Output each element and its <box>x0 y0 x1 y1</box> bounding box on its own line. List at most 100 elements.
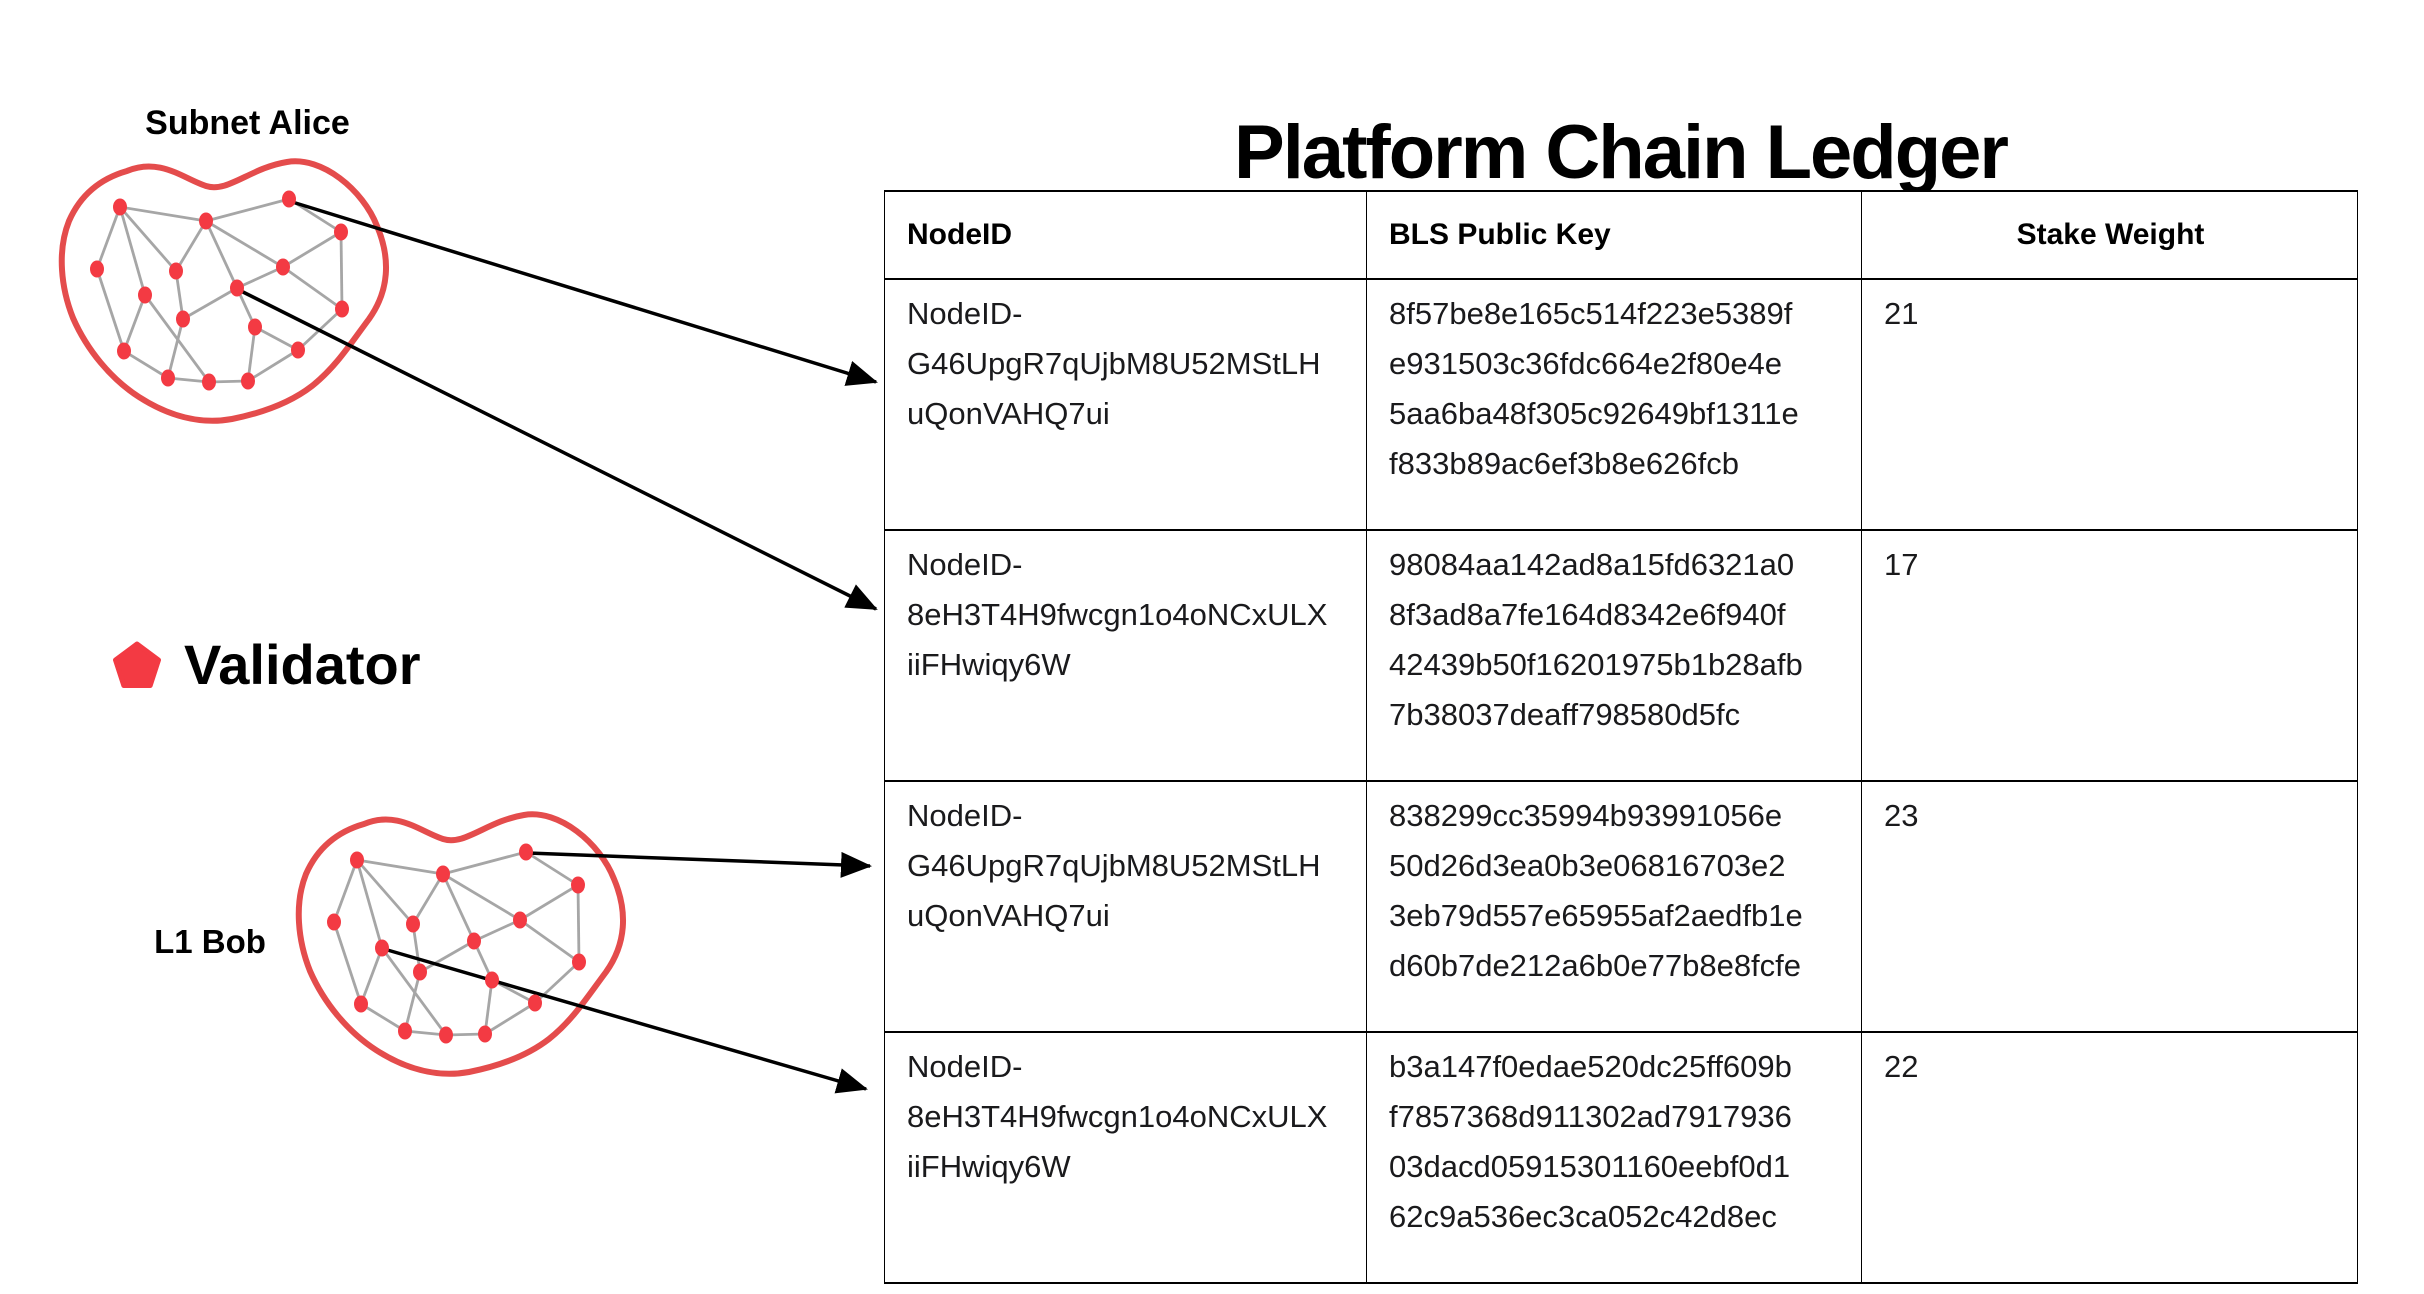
table-row: NodeID- 8eH3T4H9fwcgn1o4oNCxULX iiFHwiqy… <box>884 1031 2358 1284</box>
stake-weight-cell: 22 <box>1861 1031 2358 1284</box>
node-id-cell: NodeID- 8eH3T4H9fwcgn1o4oNCxULX iiFHwiqy… <box>884 1031 1367 1284</box>
network-edge <box>95 206 122 270</box>
l1-bob-nodes <box>327 843 586 1044</box>
validator-node <box>436 865 450 883</box>
bls-key-cell: 838299cc35994b93991056e 50d26d3ea0b3e068… <box>1366 780 1862 1033</box>
network-edge <box>246 326 257 382</box>
validator-node <box>248 318 262 336</box>
network-edge <box>332 921 363 1005</box>
network-edge <box>166 318 185 379</box>
validator-node <box>138 286 152 304</box>
network-edge <box>118 206 147 296</box>
network-edge <box>205 197 290 223</box>
l1-bob-label: L1 Bob <box>154 923 266 960</box>
network-edge <box>473 918 521 943</box>
network-edge <box>359 947 384 1005</box>
network-edge <box>442 872 521 922</box>
network-edge <box>442 850 527 876</box>
table-row: NodeID- G46UpgR7qUjbM8U52MStLH uQonVAHQ7… <box>884 278 2358 531</box>
validator-node <box>199 212 213 230</box>
validator-node <box>276 258 290 276</box>
validator-node <box>572 953 586 971</box>
stake-weight-cell: 17 <box>1861 529 2358 782</box>
table-header-row: NodeID BLS Public Key Stake Weight <box>884 190 2358 280</box>
validator-node <box>467 932 481 950</box>
network-edge <box>339 231 344 310</box>
network-edge <box>355 859 415 925</box>
mapping-arrow <box>383 947 868 1094</box>
network-edge <box>483 979 494 1035</box>
validator-node <box>335 300 349 318</box>
network-edge <box>356 858 444 876</box>
network-edge <box>534 960 580 1005</box>
validator-node <box>90 260 104 278</box>
validator-node <box>354 995 368 1013</box>
validator-node <box>202 373 216 391</box>
mapping-arrow <box>288 199 878 386</box>
mapping-arrow <box>238 288 878 611</box>
network-edge <box>254 325 299 352</box>
header-bls-public-key: BLS Public Key <box>1366 190 1862 280</box>
network-edge <box>519 883 579 922</box>
network-edge <box>419 939 475 974</box>
validator-node <box>519 843 533 861</box>
network-edge <box>525 850 579 887</box>
node-id-cell: NodeID- 8eH3T4H9fwcgn1o4oNCxULX iiFHwiqy… <box>884 529 1367 782</box>
page-title: Platform Chain Ledger <box>1234 109 2009 195</box>
validator-node <box>350 851 364 869</box>
bls-key-cell: 98084aa142ad8a15fd6321a0 8f3ad8a7fe164d8… <box>1366 529 1862 782</box>
subnet-alice-nodes <box>90 190 349 391</box>
validator-node <box>327 913 341 931</box>
network-edge <box>576 884 581 963</box>
validator-node <box>282 190 296 208</box>
validator-node <box>230 279 244 297</box>
network-edge <box>95 268 126 352</box>
network-edge <box>122 294 147 352</box>
network-edge <box>204 220 239 289</box>
validator-node <box>169 262 183 280</box>
validator-legend-label: Validator <box>184 633 421 696</box>
network-edge <box>236 265 284 290</box>
header-node-id: NodeID <box>884 190 1367 280</box>
network-edge <box>360 1002 406 1033</box>
network-edge <box>247 348 299 383</box>
validator-legend: Validator <box>112 637 421 693</box>
network-edge <box>119 205 207 223</box>
network-edge <box>174 220 208 272</box>
validator-node <box>485 971 499 989</box>
validator-node <box>571 876 585 894</box>
bls-key-cell: 8f57be8e165c514f223e5389f e931503c36fdc6… <box>1366 278 1862 531</box>
stake-weight-cell: 21 <box>1861 278 2358 531</box>
mapping-arrow <box>527 851 872 878</box>
subnet-alice-label: Subnet Alice <box>145 104 350 142</box>
network-edge <box>118 206 178 272</box>
network-edge <box>332 859 359 923</box>
validator-node <box>176 310 190 328</box>
node-id-cell: NodeID- G46UpgR7qUjbM8U52MStLH uQonVAHQ7… <box>884 278 1367 531</box>
network-edge <box>355 859 384 949</box>
network-edge <box>205 219 284 269</box>
validator-node <box>375 939 389 957</box>
network-edge <box>123 349 169 380</box>
network-edge <box>519 918 580 964</box>
validator-node <box>528 994 542 1012</box>
node-id-cell: NodeID- G46UpgR7qUjbM8U52MStLH uQonVAHQ7… <box>884 780 1367 1033</box>
validator-pentagon-icon <box>113 641 161 688</box>
validator-node <box>161 369 175 387</box>
network-edge <box>403 971 422 1032</box>
network-edge <box>484 1001 536 1036</box>
stake-weight-cell: 23 <box>1861 780 2358 1033</box>
network-edge <box>282 265 343 311</box>
network-edge <box>182 286 238 321</box>
network-edge <box>282 230 342 269</box>
validator-node <box>117 342 131 360</box>
validator-node <box>513 911 527 929</box>
validator-node <box>113 198 127 216</box>
validator-node <box>241 372 255 390</box>
table-row: NodeID- G46UpgR7qUjbM8U52MStLH uQonVAHQ7… <box>884 780 2358 1033</box>
validator-node <box>413 963 427 981</box>
mapping-arrows <box>238 199 878 1094</box>
subnet-alice-network <box>58 158 389 424</box>
